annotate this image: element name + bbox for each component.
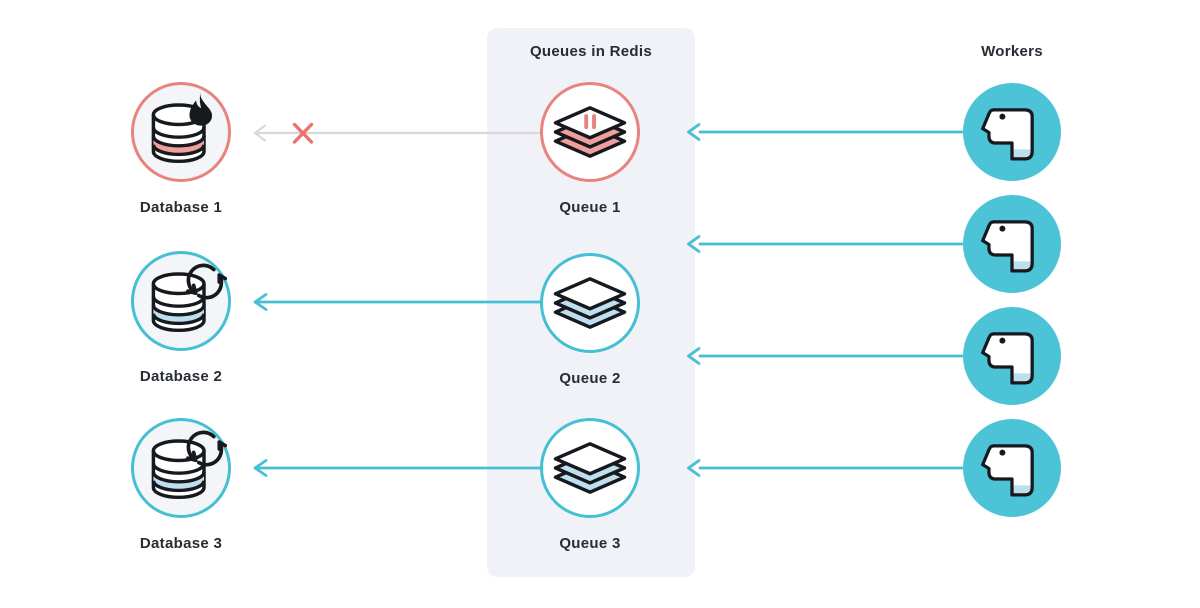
database-fire-icon <box>135 86 227 178</box>
queue-label: Queue 3 <box>559 535 621 552</box>
worker-face-icon <box>964 84 1060 180</box>
database-label: Database 2 <box>139 368 223 385</box>
worker-face-icon <box>964 196 1060 292</box>
queue-2-circle <box>540 253 640 353</box>
queue-label: Queue 1 <box>559 199 621 216</box>
queues-panel-title: Queues in Redis <box>529 43 653 60</box>
arrow-worker1-to-queues <box>687 123 964 141</box>
arrow-worker4-to-queues <box>687 459 964 477</box>
queue-node-3: Queue 3 <box>520 418 660 553</box>
queue-node-1: Queue 1 <box>520 82 660 217</box>
worker-node-3 <box>963 307 1061 405</box>
queue-label: Queue 2 <box>559 370 621 387</box>
database-label: Database 1 <box>139 199 223 216</box>
queue-layers-icon <box>544 422 636 514</box>
database-1-circle <box>131 82 231 182</box>
database-node-2: Database 2 <box>111 251 251 386</box>
worker-node-4 <box>963 419 1061 517</box>
database-node-1: Database 1 <box>111 82 251 217</box>
x-icon <box>292 122 314 144</box>
arrow-worker2-to-queues <box>687 235 964 253</box>
worker-node-1 <box>963 83 1061 181</box>
arrow-worker3-to-queues <box>687 347 964 365</box>
database-sync-icon <box>135 422 227 514</box>
workers-title: Workers <box>981 43 1043 60</box>
database-node-3: Database 3 <box>111 418 251 553</box>
worker-face-icon <box>964 420 1060 516</box>
worker-face-icon <box>964 308 1060 404</box>
database-sync-icon <box>135 255 227 347</box>
queue-node-2: Queue 2 <box>520 253 660 388</box>
database-2-circle <box>131 251 231 351</box>
queue-3-circle <box>540 418 640 518</box>
queue-1-circle <box>540 82 640 182</box>
queue-layers-paused-icon <box>544 86 636 178</box>
database-3-circle <box>131 418 231 518</box>
worker-node-2 <box>963 195 1061 293</box>
queue-layers-icon <box>544 257 636 349</box>
database-label: Database 3 <box>139 535 223 552</box>
